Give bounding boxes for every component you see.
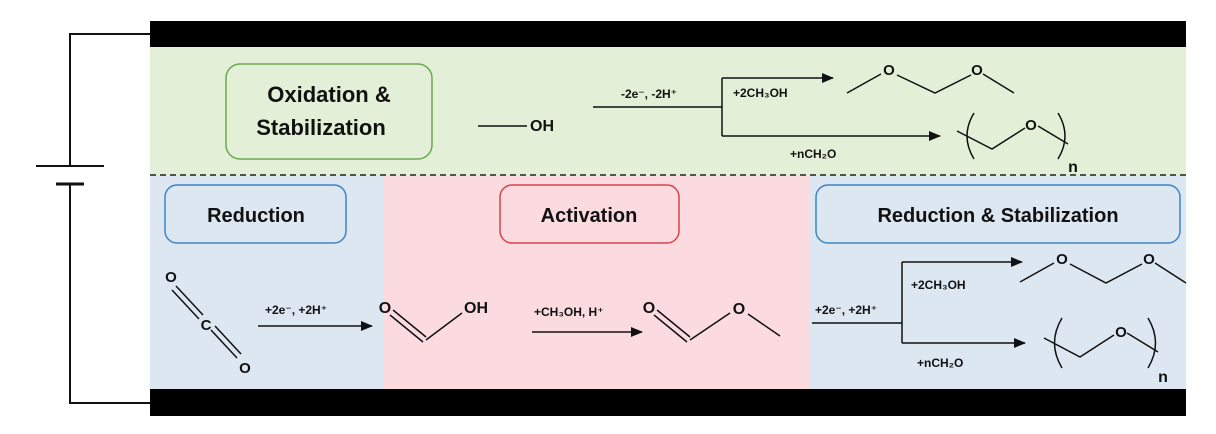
ester-o: O	[733, 301, 745, 318]
co2-molecule: O C O	[165, 269, 251, 377]
oxidation-label-line1: Oxidation &	[267, 82, 391, 107]
activation-label: Activation	[541, 205, 638, 227]
battery-circuit	[36, 33, 150, 404]
cathode-product-dimethoxymethane: O O	[1019, 251, 1187, 284]
ester-o-carbonyl: O	[643, 300, 655, 317]
anode-branch-top-reagent: +2CH₃OH	[733, 86, 788, 100]
anode-product-bottom-o: O	[1025, 117, 1037, 134]
oxidation-label-line2: Stabilization	[256, 115, 386, 140]
anode-conditions: -2e⁻, -2H⁺	[621, 87, 677, 101]
methanol-oh: OH	[530, 118, 554, 135]
reduction-box	[164, 184, 347, 244]
anode-product-polyoxymethylene: O n	[956, 112, 1078, 176]
co2-o-bottom: O	[239, 360, 251, 377]
cathode-branch-top-reagent: +2CH₃OH	[911, 278, 966, 292]
step3-conditions: +2e⁻, +2H⁺	[815, 303, 877, 317]
bottom-electrode	[150, 389, 1186, 416]
anode-product-dimethoxymethane: O O	[846, 62, 1015, 94]
formic-oh: OH	[464, 300, 488, 317]
cathode-product-top-o2: O	[1143, 251, 1155, 268]
anode-branch-bottom-reagent: +nCH₂O	[790, 147, 836, 161]
methyl-formate-molecule: O O	[643, 300, 781, 343]
anode-product-top-o2: O	[971, 62, 983, 79]
cathode-product-bottom-n: n	[1158, 369, 1168, 386]
anode-product-top-o1: O	[883, 62, 895, 79]
oxidation-stabilization-box	[225, 63, 433, 160]
step2-conditions: +CH₃OH, H⁺	[534, 305, 604, 319]
co2-c: C	[201, 317, 212, 334]
cathode-product-polyoxymethylene: O n	[1043, 317, 1168, 386]
co2-o-top: O	[165, 269, 177, 286]
reduction-stabilization-label: Reduction & Stabilization	[877, 205, 1118, 227]
reduction-label: Reduction	[207, 205, 305, 227]
cathode-product-top-o1: O	[1056, 251, 1068, 268]
top-electrode	[150, 21, 1186, 47]
activation-box	[499, 184, 680, 244]
anode-product-bottom-n: n	[1068, 159, 1078, 176]
reduction-stabilization-box	[815, 184, 1181, 244]
cathode-branch-bottom-reagent: +nCH₂O	[917, 356, 963, 370]
step1-conditions: +2e⁻, +2H⁺	[265, 303, 327, 317]
cathode-product-bottom-o: O	[1115, 324, 1127, 341]
formic-acid-molecule: O OH	[379, 300, 488, 343]
formic-o: O	[379, 300, 391, 317]
